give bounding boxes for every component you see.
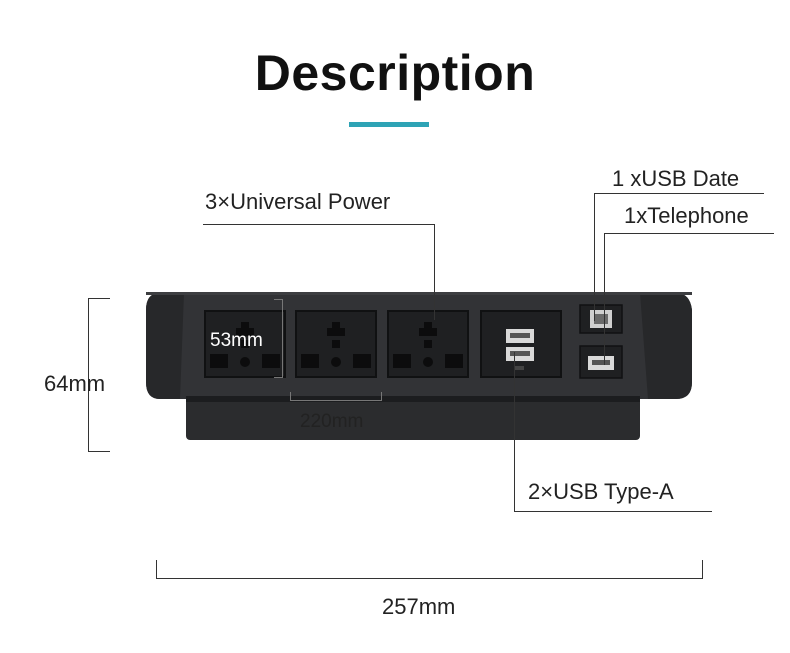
strip-right-cap (640, 293, 692, 399)
universal-socket-icon (295, 310, 377, 378)
overall-height-bracket (88, 298, 89, 452)
rj11-port-icon (579, 304, 623, 334)
power-leader-horizontal (203, 224, 435, 225)
power-leader-vertical (434, 224, 435, 320)
universal-power-label: 3×Universal Power (205, 189, 391, 214)
usb-port-icon (480, 310, 562, 378)
strip-left-cap (146, 293, 184, 399)
socket-height-bracket (282, 299, 283, 377)
strip-lower-body (186, 395, 640, 440)
overall-height-label: 64mm (44, 371, 106, 396)
usb-a-leader-vertical (514, 352, 515, 512)
socket-height-label: 53mm (210, 330, 263, 351)
usb-data-label: 1 xUSB Date (612, 166, 740, 191)
socket-width-bracket (290, 400, 382, 401)
usb-data-leader-horizontal (594, 193, 764, 194)
usb-data-leader-vertical (594, 193, 595, 321)
overall-length-bracket (156, 578, 703, 579)
usb-port-icon (579, 345, 623, 379)
telephone-label: 1xTelephone (624, 203, 749, 228)
universal-socket-icon (387, 310, 469, 378)
overall-length-label: 257mm (382, 594, 456, 619)
universal-socket-icon (204, 310, 286, 378)
socket-width-label: 220mm (300, 411, 364, 432)
usb-a-leader-horizontal (514, 511, 712, 512)
usb-type-a-label: 2×USB Type-A (528, 479, 674, 504)
page-title: Description (254, 45, 536, 101)
telephone-leader-vertical (604, 233, 605, 365)
title-accent-bar (349, 122, 429, 127)
telephone-leader-horizontal (604, 233, 774, 234)
